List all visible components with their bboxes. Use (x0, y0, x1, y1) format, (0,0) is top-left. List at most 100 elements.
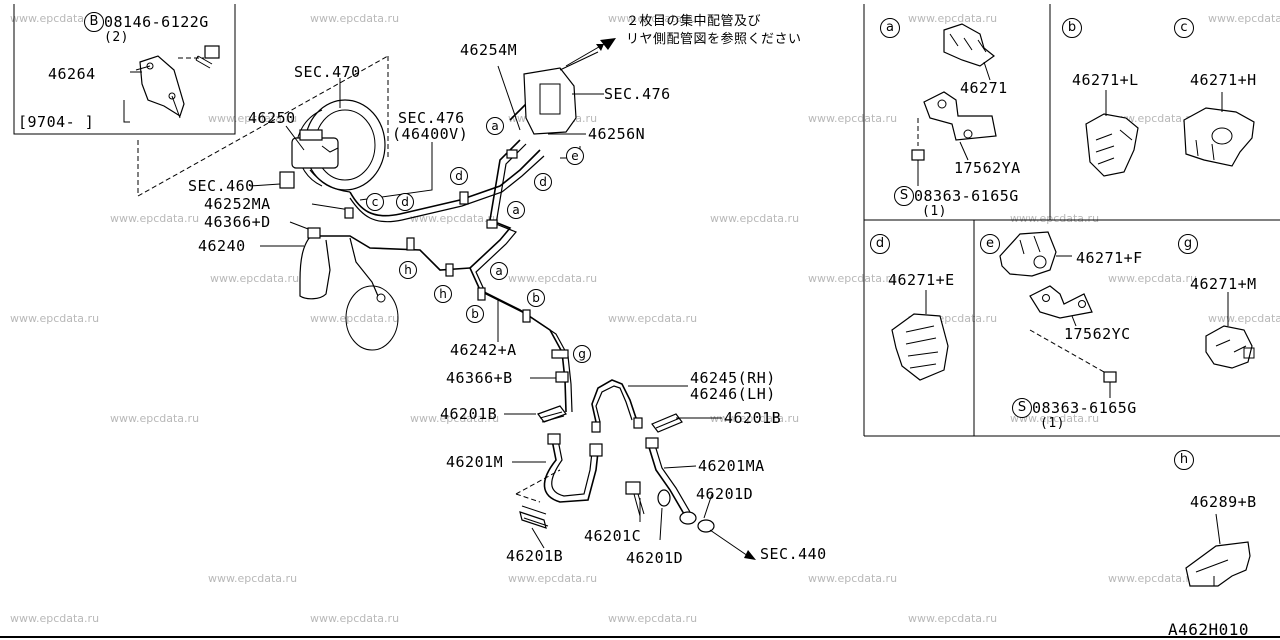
sec476-top-label[interactable]: SEC.476 (604, 85, 671, 103)
detail-d-clip-shape (891, 313, 949, 381)
callout-c[interactable]: c (366, 193, 384, 211)
part-46242a-label[interactable]: 46242+A (450, 341, 517, 359)
watermark: www.epcdata.ru (808, 272, 898, 285)
part-46256n-label[interactable]: 46256N (588, 125, 646, 143)
watermark: www.epcdata.ru (208, 572, 298, 585)
part-46366d-label[interactable]: 46366+D (204, 213, 271, 231)
callout-a[interactable]: a (490, 262, 508, 280)
bolt-shape (195, 45, 220, 69)
part-46245-label[interactable]: 46245(RH) (690, 369, 776, 387)
part-46201d-b-label[interactable]: 46201D (626, 549, 684, 567)
watermark: www.epcdata.ru (110, 412, 200, 425)
watermark: www.epcdata.ru (10, 12, 100, 25)
watermark: www.epcdata.ru (410, 212, 500, 225)
detail-e-bracket-label[interactable]: 17562YC (1064, 325, 1131, 343)
detail-a-bracket-shape (923, 91, 997, 141)
part-46201b-left-label[interactable]: 46201B (440, 405, 498, 423)
detail-e-screw-label[interactable]: 08363-6165G (1032, 399, 1137, 417)
detail-c-letter: c (1174, 18, 1194, 38)
detail-b-clip-label[interactable]: 46271+L (1072, 71, 1139, 89)
detail-a-screw-label[interactable]: 08363-6165G (914, 187, 1019, 205)
detail-a-qty: (1) (922, 204, 947, 219)
detail-e-clip-label[interactable]: 46271+F (1076, 249, 1143, 267)
watermark: www.epcdata.ru (310, 312, 400, 325)
clip-46201b-right (651, 413, 683, 433)
date-range: [9704- ] (18, 113, 95, 131)
watermark: www.epcdata.ru (1108, 572, 1198, 585)
watermark: www.epcdata.ru (208, 112, 298, 125)
watermark: www.epcdata.ru (210, 272, 300, 285)
bracket-46264-shape (135, 55, 185, 119)
callout-h[interactable]: h (434, 285, 452, 303)
callout-a[interactable]: a (486, 117, 504, 135)
watermark: www.epcdata.ru (508, 572, 598, 585)
watermark: www.epcdata.ru (10, 312, 100, 325)
sec470-label[interactable]: SEC.470 (294, 63, 361, 81)
bolt-prefix-circle: B (84, 12, 104, 32)
part-46240-label[interactable]: 46240 (198, 237, 246, 255)
part-46252ma-label[interactable]: 46252MA (204, 195, 271, 213)
watermark: www.epcdata.ru (808, 572, 898, 585)
sec440-label[interactable]: SEC.440 (760, 545, 827, 563)
watermark: www.epcdata.ru (1208, 12, 1280, 25)
clip-46201b-bottom (519, 505, 549, 529)
callout-d[interactable]: d (450, 167, 468, 185)
part-46201d-a-label[interactable]: 46201D (696, 485, 754, 503)
clip-46201b-left (537, 405, 567, 423)
sec476-mid-label[interactable]: SEC.476 (398, 109, 465, 127)
detail-h-clip-label[interactable]: 46289+B (1190, 493, 1257, 511)
callout-d[interactable]: d (396, 193, 414, 211)
watermark: www.epcdata.ru (310, 12, 400, 25)
detail-a-clip-label[interactable]: 46271 (960, 79, 1008, 97)
detail-d-letter: d (870, 234, 890, 254)
part-46246-label[interactable]: 46246(LH) (690, 385, 776, 403)
watermark: www.epcdata.ru (1208, 312, 1280, 325)
bolt-code[interactable]: 08146-6122G (104, 13, 209, 31)
watermark: www.epcdata.ru (310, 612, 400, 625)
detail-a-letter: a (880, 18, 900, 38)
watermark: www.epcdata.ru (808, 112, 898, 125)
detail-e-letter: e (980, 234, 1000, 254)
detail-c-clip-shape (1183, 107, 1255, 167)
callout-b[interactable]: b (527, 289, 545, 307)
watermark: www.epcdata.ru (1108, 272, 1198, 285)
detail-e-bracket-shape (1029, 285, 1093, 319)
detail-c-clip-label[interactable]: 46271+H (1190, 71, 1257, 89)
part-46201b-right-label[interactable]: 46201B (724, 409, 782, 427)
watermark: www.epcdata.ru (710, 212, 800, 225)
detail-b-clip-shape (1085, 113, 1139, 177)
detail-a-bracket-label[interactable]: 17562YA (954, 159, 1021, 177)
callout-d[interactable]: d (534, 173, 552, 191)
watermark: www.epcdata.ru (110, 212, 200, 225)
sec460-label[interactable]: SEC.460 (188, 177, 255, 195)
bracket-label[interactable]: 46264 (48, 65, 96, 83)
detail-h-letter: h (1174, 450, 1194, 470)
detail-g-clip-label[interactable]: 46271+M (1190, 275, 1257, 293)
callout-e[interactable]: e (566, 147, 584, 165)
callout-b[interactable]: b (466, 305, 484, 323)
detail-e-screw-prefix: S (1012, 398, 1032, 418)
part-46201c-label[interactable]: 46201C (584, 527, 642, 545)
master-cylinder-label[interactable]: 46250 (248, 109, 296, 127)
part-46201m-label[interactable]: 46201M (446, 453, 504, 471)
callout-a[interactable]: a (507, 201, 525, 219)
detail-h-clip-shape (1185, 541, 1251, 587)
brake-booster-shape (279, 99, 386, 191)
part-46201ma-label[interactable]: 46201MA (698, 457, 765, 475)
detail-a-screw-prefix: S (894, 186, 914, 206)
part-46366b-label[interactable]: 46366+B (446, 369, 513, 387)
callout-g[interactable]: g (573, 345, 591, 363)
watermark: www.epcdata.ru (908, 612, 998, 625)
callout-h[interactable]: h (399, 261, 417, 279)
detail-b-letter: b (1062, 18, 1082, 38)
bolt-qty: (2) (104, 30, 129, 45)
part-46201b-bottom-label[interactable]: 46201B (506, 547, 564, 565)
sec476-sub-label: (46400V) (392, 125, 469, 143)
watermark: www.epcdata.ru (508, 272, 598, 285)
detail-d-clip-label[interactable]: 46271+E (888, 271, 955, 289)
part-46254m-label[interactable]: 46254M (460, 41, 518, 59)
detail-e-clip-shape (999, 231, 1057, 277)
watermark: www.epcdata.ru (608, 12, 698, 25)
